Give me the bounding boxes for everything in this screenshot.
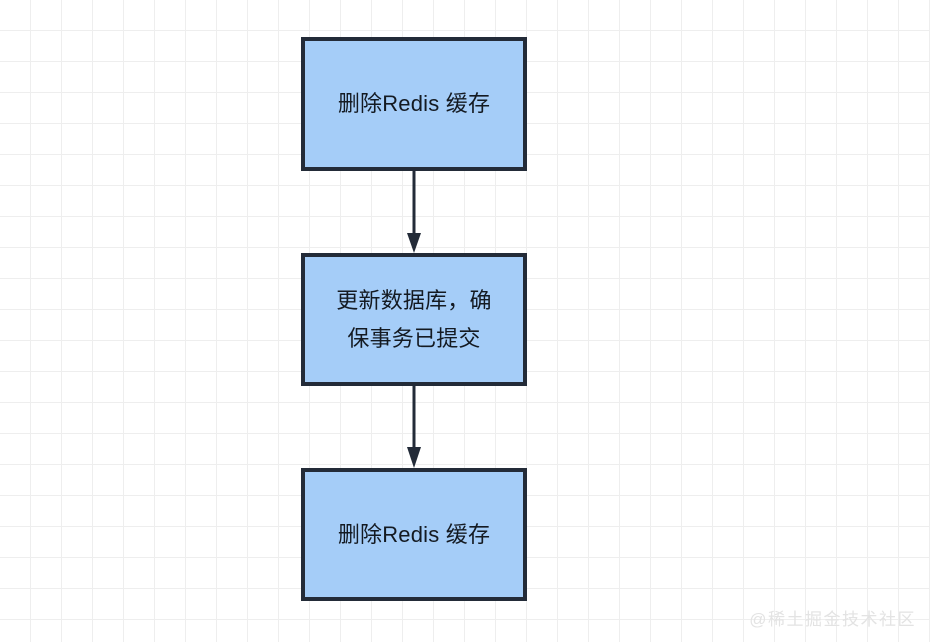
arrowhead-icon (407, 233, 421, 253)
flow-node-delete-cache-first[interactable]: 删除Redis 缓存 (301, 37, 527, 171)
flow-node-update-database[interactable]: 更新数据库，确 保事务已提交 (301, 253, 527, 386)
arrowhead-icon (407, 447, 421, 468)
watermark-text: @稀土掘金技术社区 (749, 610, 916, 629)
flow-node-label: 删除Redis 缓存 (337, 91, 491, 116)
flow-node-label: 更新数据库，确 保事务已提交 (336, 287, 492, 351)
flow-node-delete-cache-second[interactable]: 删除Redis 缓存 (301, 468, 527, 601)
flow-node-label: 删除Redis 缓存 (337, 521, 491, 547)
